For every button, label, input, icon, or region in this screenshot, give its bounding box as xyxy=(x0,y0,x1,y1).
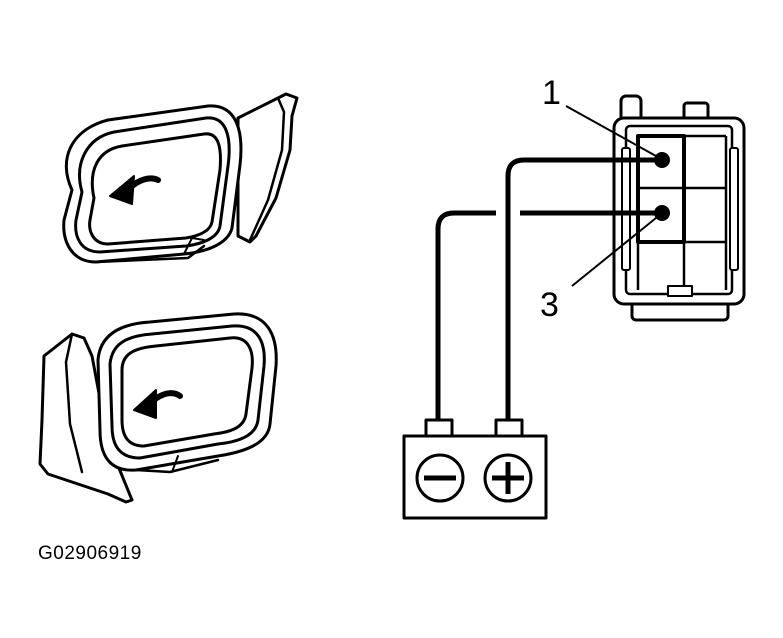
left-curved-arrow-icon xyxy=(133,389,183,419)
plus-icon xyxy=(483,453,533,503)
wire-negative-to-terminal-3 xyxy=(435,210,662,422)
figure-code: G02906919 xyxy=(38,543,142,564)
battery-post-positive xyxy=(494,418,524,438)
mirror-bottom xyxy=(38,312,278,504)
wires xyxy=(435,157,662,422)
leader-pin-3 xyxy=(571,217,657,287)
mirror-connector xyxy=(612,94,746,322)
left-curved-arrow-icon xyxy=(109,175,161,205)
mirror-bottom-glass xyxy=(120,336,254,448)
pin-3-label: 3 xyxy=(540,286,559,324)
pin-1-label: 1 xyxy=(542,74,561,112)
minus-icon xyxy=(415,453,465,503)
mirror-top-mount xyxy=(236,92,299,244)
mirror-top xyxy=(62,92,299,264)
mirror-top-glass xyxy=(88,132,222,246)
connector-key xyxy=(667,285,693,297)
callout-leaders xyxy=(565,105,657,287)
leader-pin-1 xyxy=(565,105,657,157)
wire-positive-to-terminal-1 xyxy=(505,157,662,422)
battery-post-negative xyxy=(424,418,454,438)
